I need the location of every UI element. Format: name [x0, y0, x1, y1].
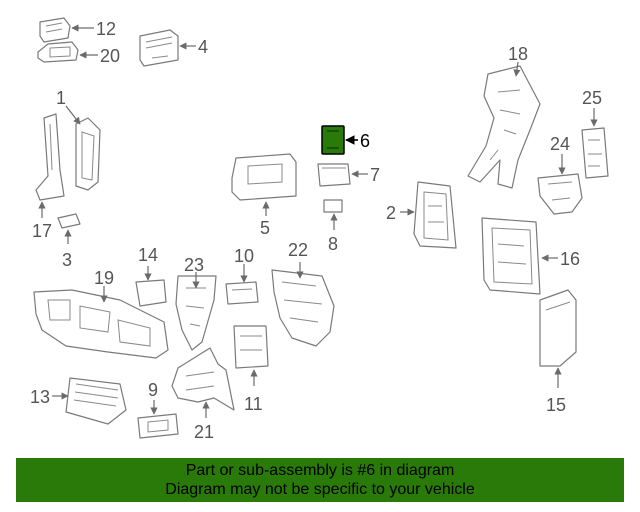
part-25-bracket[interactable] [581, 127, 609, 179]
part-10-relay[interactable] [225, 281, 259, 305]
callout-25: 25 [582, 88, 602, 108]
part-1-bracket[interactable] [75, 117, 101, 191]
callout-20: 20 [100, 46, 120, 66]
part-14-module[interactable] [135, 279, 167, 307]
part-13-fuse-block[interactable] [65, 377, 127, 425]
callout-1: 1 [56, 88, 66, 108]
banner-line-2: Diagram may not be specific to your vehi… [165, 481, 475, 498]
callout-21: 21 [194, 422, 214, 442]
part-23-bracket[interactable] [175, 275, 217, 351]
callout-19: 19 [94, 268, 114, 288]
callout-5: 5 [260, 218, 270, 238]
part-22-bracket[interactable] [271, 269, 335, 347]
callout-22: 22 [288, 240, 308, 260]
callout-9: 9 [148, 380, 158, 400]
callout-13: 13 [30, 387, 50, 407]
callout-6: 6 [360, 131, 370, 151]
callout-14: 14 [138, 245, 158, 265]
parts-diagram: 12 20 4 1 17 3 5 6 [30, 17, 609, 442]
callout-8: 8 [328, 234, 338, 254]
callout-11: 11 [244, 394, 263, 414]
part-21-bracket[interactable] [171, 347, 235, 411]
part-15-module[interactable] [539, 289, 577, 367]
callout-3: 3 [62, 250, 72, 270]
part-24-bracket[interactable] [537, 173, 583, 215]
callout-16: 16 [560, 249, 580, 269]
part-2-control-module[interactable] [413, 181, 457, 249]
part-3-connector[interactable] [57, 213, 81, 229]
callout-24: 24 [550, 134, 570, 154]
part-6-highlighted[interactable] [321, 125, 345, 155]
part-5-control-module[interactable] [231, 153, 297, 201]
callout-4: 4 [198, 37, 208, 57]
part-8-clip[interactable] [323, 199, 343, 213]
callout-10: 10 [234, 246, 254, 266]
part-9-module[interactable] [137, 413, 179, 439]
callout-17: 17 [32, 221, 52, 241]
callout-7: 7 [370, 165, 380, 185]
part-17-support[interactable] [35, 113, 65, 201]
part-16-module[interactable] [481, 217, 541, 295]
callout-15: 15 [546, 395, 566, 415]
part-18-bracket[interactable] [467, 65, 541, 189]
callout-18: 18 [508, 44, 528, 64]
callout-2: 2 [386, 203, 396, 223]
callout-23: 23 [184, 255, 204, 275]
part-20-clip[interactable] [37, 41, 79, 63]
part-11-module[interactable] [233, 325, 269, 369]
part-4-module[interactable] [139, 29, 179, 67]
callout-12: 12 [96, 19, 116, 39]
part-12-bracket[interactable] [39, 17, 71, 43]
info-banner: Part or sub-assembly is #6 in diagram Di… [16, 458, 624, 502]
part-7-module[interactable] [317, 163, 351, 187]
banner-line-1: Part or sub-assembly is #6 in diagram [185, 462, 455, 479]
